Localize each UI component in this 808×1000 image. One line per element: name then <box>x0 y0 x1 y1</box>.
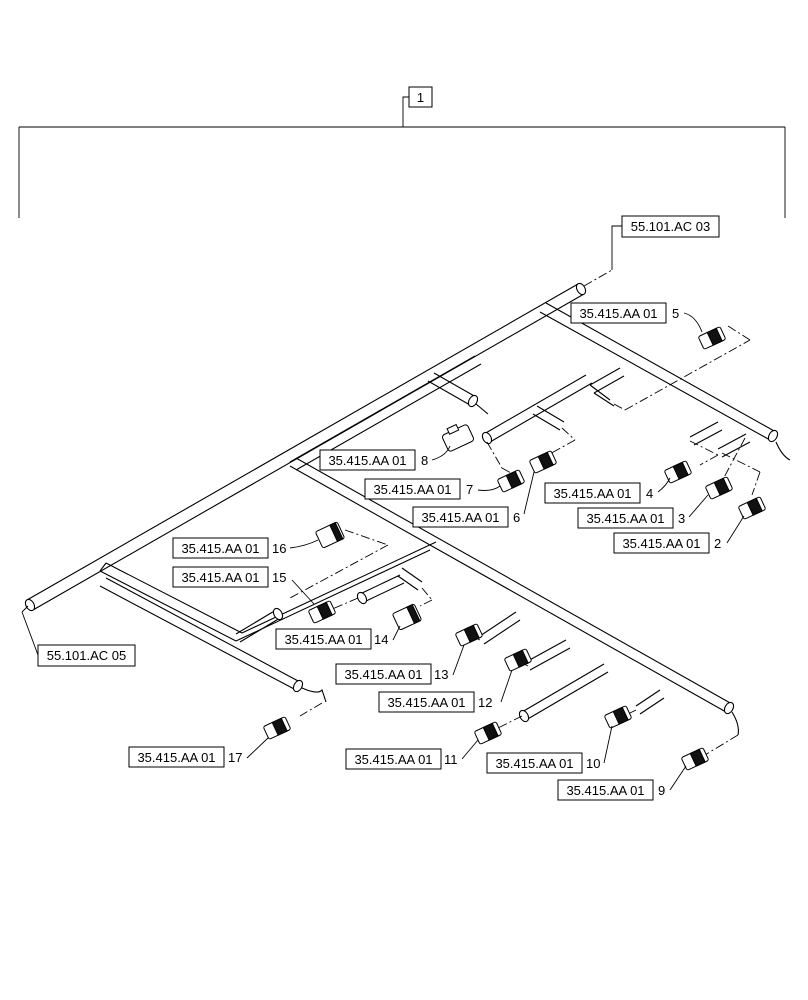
callout-number-1: 1 <box>417 90 424 105</box>
connector-17-icon <box>263 716 291 740</box>
callout-ref-3: 35.415.AA 01 <box>586 511 664 526</box>
connector-12-icon <box>504 648 532 672</box>
callout-num-8: 8 <box>421 453 428 468</box>
branch-right <box>539 302 791 496</box>
connector-11-icon <box>474 721 502 745</box>
callout-item-11: 35.415.AA 01 11 <box>345 748 458 770</box>
callout-item-9: 35.415.AA 01 9 <box>557 779 665 801</box>
callout-item-16: 35.415.AA 01 16 <box>172 537 286 559</box>
callout-num-15: 15 <box>272 570 286 585</box>
callout-num-5: 5 <box>672 306 679 321</box>
callout-ref-2: 35.415.AA 01 <box>622 536 700 551</box>
connector-5-icon <box>698 326 726 350</box>
branch-lower <box>289 457 739 759</box>
callout-item-8: 35.415.AA 01 8 <box>319 449 428 471</box>
connector-14-icon <box>392 603 422 631</box>
callout-ref-14: 35.415.AA 01 <box>284 632 362 647</box>
callout-num-9: 9 <box>658 783 665 798</box>
callout-num-11: 11 <box>444 752 458 767</box>
callout-item-5: 35.415.AA 01 5 <box>570 302 679 324</box>
callout-item-17: 35.415.AA 01 17 <box>128 746 242 768</box>
callout-num-2: 2 <box>714 536 721 551</box>
connector-13-icon <box>455 623 483 647</box>
connector-9-icon <box>681 747 709 771</box>
connector-2-icon <box>738 496 766 520</box>
callout-item-14: 35.415.AA 01 14 <box>275 628 388 650</box>
branch-upper-middle <box>289 355 593 479</box>
callout-ref-4: 35.415.AA 01 <box>553 486 631 501</box>
callout-num-3: 3 <box>678 511 685 526</box>
connector-8-icon <box>441 423 475 452</box>
connector-16-icon <box>315 521 345 549</box>
callout-item-13: 35.415.AA 01 13 <box>335 663 448 685</box>
wire-ref-top-text: 55.101.AC 03 <box>631 219 711 234</box>
connector-6-icon <box>529 450 557 474</box>
callout-ref-15: 35.415.AA 01 <box>181 570 259 585</box>
callout-num-16: 16 <box>272 541 286 556</box>
callout-ref-11: 35.415.AA 01 <box>354 752 432 767</box>
callout-item-3: 35.415.AA 01 3 <box>577 507 685 529</box>
callout-num-4: 4 <box>646 486 653 501</box>
callout-ref-7: 35.415.AA 01 <box>373 482 451 497</box>
callout-num-12: 12 <box>478 695 492 710</box>
connector-7-icon <box>497 469 525 493</box>
callout-ref-5: 35.415.AA 01 <box>579 306 657 321</box>
callout-item-2: 35.415.AA 01 2 <box>613 532 721 554</box>
callout-num-10: 10 <box>586 756 600 771</box>
callout-ref-13: 35.415.AA 01 <box>344 667 422 682</box>
connector-3-icon <box>705 476 733 500</box>
callout-item-7: 35.415.AA 01 7 <box>364 478 473 500</box>
leader-lines <box>246 312 745 791</box>
callout-num-7: 7 <box>466 482 473 497</box>
callout-ref-16: 35.415.AA 01 <box>181 541 259 556</box>
callout-num-6: 6 <box>513 510 520 525</box>
wire-ref-top: 55.101.AC 03 <box>621 215 720 238</box>
callout-num-14: 14 <box>374 632 388 647</box>
callout-item-10: 35.415.AA 01 10 <box>486 752 600 774</box>
main-trunk <box>21 225 622 656</box>
assembly-bracket: 1 <box>18 86 786 218</box>
connector-10-icon <box>604 705 632 729</box>
callout-ref-12: 35.415.AA 01 <box>387 695 465 710</box>
wire-ref-left-box <box>37 644 136 667</box>
callout-num-17: 17 <box>228 750 242 765</box>
callout-ref-6: 35.415.AA 01 <box>421 510 499 525</box>
connector-4-icon <box>664 460 692 484</box>
wire-ref-left: 55.101.AC 05 <box>37 644 136 667</box>
callout-item-15: 35.415.AA 01 15 <box>172 566 286 588</box>
callout-item-4: 35.415.AA 01 4 <box>544 482 653 504</box>
callout-ref-17: 35.415.AA 01 <box>137 750 215 765</box>
callout-item-6: 35.415.AA 01 6 <box>412 506 520 528</box>
branch-lower-left <box>99 529 437 717</box>
callout-num-13: 13 <box>434 667 448 682</box>
callout-item-12: 35.415.AA 01 12 <box>378 691 492 713</box>
wire-ref-top-box <box>621 215 720 238</box>
callout-ref-9: 35.415.AA 01 <box>566 783 644 798</box>
wire-ref-left-text: 55.101.AC 05 <box>47 648 127 663</box>
callout-ref-10: 35.415.AA 01 <box>495 756 573 771</box>
callout-ref-8: 35.415.AA 01 <box>328 453 406 468</box>
connector-15-icon <box>308 600 336 624</box>
